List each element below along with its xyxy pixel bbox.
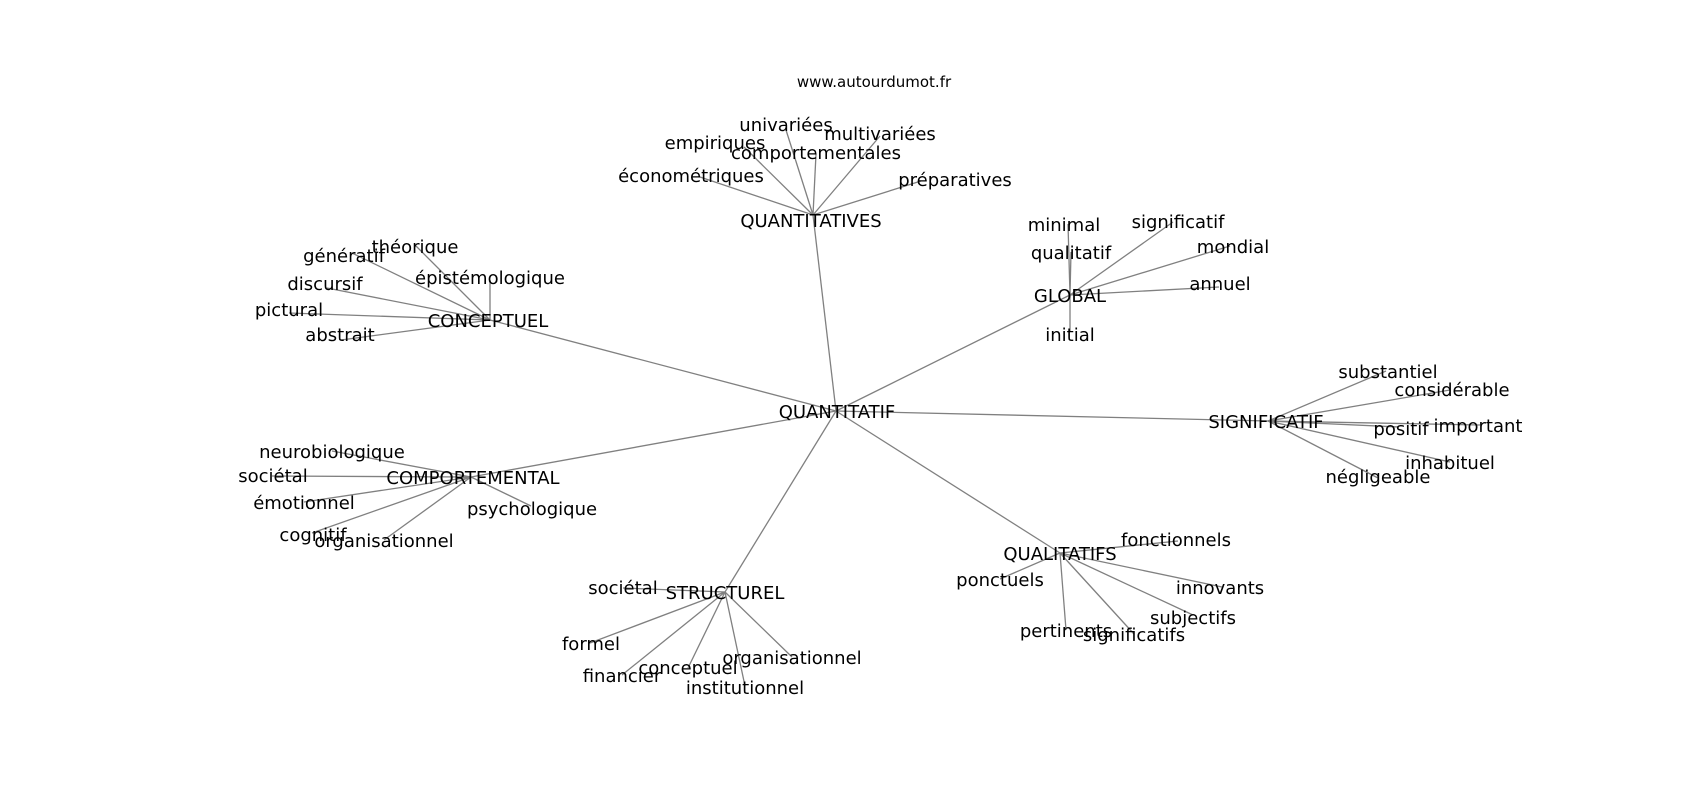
- leaf-node-label[interactable]: financier: [583, 666, 662, 687]
- graph-edge: [812, 180, 922, 216]
- leaf-node-label[interactable]: significatif: [1132, 212, 1226, 233]
- graph-edge: [1059, 552, 1194, 616]
- leaf-node-label[interactable]: épistémologique: [415, 268, 565, 289]
- leaf-node-label[interactable]: empiriques: [665, 133, 766, 154]
- graph-edge: [470, 476, 532, 507]
- cluster-node-global[interactable]: GLOBAL: [1034, 286, 1106, 307]
- graph-edge: [699, 176, 814, 216]
- leaf-node-label[interactable]: initial: [1045, 325, 1095, 346]
- leaf-node-label[interactable]: minimal: [1028, 215, 1101, 236]
- leaf-node-label[interactable]: organisationnel: [722, 648, 861, 669]
- graph-edge: [1059, 552, 1067, 631]
- root-node-label[interactable]: QUANTITATIF: [779, 402, 896, 423]
- graph-edge: [724, 410, 837, 593]
- graph-edge: [1069, 221, 1174, 296]
- graph-edge: [303, 476, 472, 503]
- leaf-node-label[interactable]: cognitif: [279, 525, 347, 546]
- graph-edge: [470, 410, 837, 478]
- graph-edge: [311, 476, 472, 534]
- graph-edge: [1267, 420, 1379, 479]
- leaf-node-label[interactable]: pictural: [255, 300, 323, 321]
- graph-edge: [835, 410, 1061, 554]
- leaf-node-label[interactable]: fonctionnels: [1121, 530, 1231, 551]
- leaf-node-label[interactable]: ponctuels: [956, 570, 1044, 591]
- graph-edge: [621, 591, 726, 676]
- cluster-node-qualitatifs[interactable]: QUALITATIFS: [1003, 544, 1116, 565]
- leaf-node-label[interactable]: inhabituel: [1405, 453, 1495, 474]
- graph-edge: [589, 591, 726, 644]
- leaf-node-label[interactable]: organisationnel: [314, 531, 453, 552]
- graph-edge: [812, 153, 817, 216]
- leaf-node-label[interactable]: annuel: [1189, 274, 1250, 295]
- cluster-node-comportemental[interactable]: COMPORTEMENTAL: [386, 468, 559, 489]
- leaf-node-label[interactable]: émotionnel: [253, 493, 355, 514]
- leaf-node-label[interactable]: théorique: [372, 237, 459, 258]
- graph-edge: [1267, 389, 1451, 422]
- graph-edge: [271, 475, 472, 478]
- graph-edge: [340, 319, 491, 341]
- graph-edge: [687, 591, 726, 669]
- cluster-node-quantitatives[interactable]: QUANTITATIVES: [740, 211, 881, 232]
- graph-edge: [489, 319, 837, 412]
- leaf-node-label[interactable]: neurobiologique: [259, 442, 405, 463]
- label-layer: QUANTITATIF QUANTITATIVES univariéesempiri…: [238, 115, 1522, 699]
- graph-edge: [331, 450, 472, 478]
- cluster-node-structurel[interactable]: STRUCTUREL: [666, 583, 785, 604]
- graph-edge: [835, 410, 1269, 422]
- graph-edge: [1069, 245, 1231, 296]
- graph-edge: [351, 252, 491, 321]
- leaf-node-label[interactable]: formel: [562, 634, 620, 655]
- cluster-node-significatif[interactable]: SIGNIFICATIF: [1208, 412, 1323, 433]
- graph-edge: [1267, 420, 1451, 463]
- leaf-node-label[interactable]: conceptuel: [638, 658, 737, 679]
- leaf-node-label[interactable]: économétriques: [618, 166, 764, 187]
- leaf-node-label[interactable]: institutionnel: [686, 678, 804, 699]
- graph-edge: [785, 129, 814, 216]
- graph-edge: [724, 591, 793, 658]
- graph-edge: [999, 552, 1061, 580]
- graph-edge: [812, 214, 837, 412]
- graph-edge: [383, 476, 472, 541]
- graph-edge: [622, 587, 726, 593]
- graph-edge: [326, 287, 491, 321]
- graph-edge: [1059, 552, 1135, 635]
- leaf-node-label[interactable]: important: [1434, 416, 1523, 437]
- site-url[interactable]: www.autourdumot.fr: [797, 73, 952, 91]
- leaf-node-label[interactable]: discursif: [287, 274, 363, 295]
- leaf-node-label[interactable]: significatifs: [1083, 625, 1185, 646]
- leaf-node-label[interactable]: subjectifs: [1150, 608, 1236, 629]
- leaf-node-label[interactable]: considérable: [1394, 380, 1509, 401]
- leaf-node-label[interactable]: sociétal: [588, 578, 657, 599]
- graph-edge: [835, 294, 1071, 412]
- leaf-node-label[interactable]: positif: [1373, 419, 1429, 440]
- cluster-node-conceptuel[interactable]: CONCEPTUEL: [428, 311, 549, 332]
- graph-edge: [1069, 286, 1220, 296]
- graph-edge: [1059, 552, 1223, 588]
- leaf-node-label[interactable]: génératif: [303, 246, 385, 267]
- leaf-node-label[interactable]: mondial: [1197, 237, 1269, 258]
- graph-edge: [1069, 251, 1072, 296]
- leaf-node-label[interactable]: abstrait: [305, 325, 374, 346]
- leaf-node-label[interactable]: négligeable: [1326, 467, 1431, 488]
- graph-edge: [812, 135, 881, 216]
- graph-edge: [1267, 420, 1481, 426]
- graph-edge: [414, 244, 491, 321]
- leaf-node-label[interactable]: innovants: [1176, 578, 1264, 599]
- edge-layer: [271, 129, 1481, 687]
- graph-edge: [743, 146, 814, 216]
- leaf-node-label[interactable]: sociétal: [238, 466, 307, 487]
- leaf-node-label[interactable]: qualitatif: [1031, 243, 1112, 264]
- leaf-node-label[interactable]: pertinents: [1020, 621, 1112, 642]
- leaf-node-label[interactable]: substantiel: [1338, 362, 1437, 383]
- leaf-node-label[interactable]: psychologique: [467, 499, 597, 520]
- leaf-node-label[interactable]: univariées: [739, 115, 832, 136]
- graph-edge: [1267, 370, 1387, 422]
- leaf-node-label[interactable]: préparatives: [898, 170, 1012, 191]
- graph-edge: [288, 312, 491, 321]
- graph-edge: [724, 591, 746, 687]
- leaf-node-label[interactable]: comportementales: [731, 143, 901, 164]
- graph-edge: [1059, 540, 1179, 554]
- leaf-node-label[interactable]: multivariées: [824, 124, 936, 145]
